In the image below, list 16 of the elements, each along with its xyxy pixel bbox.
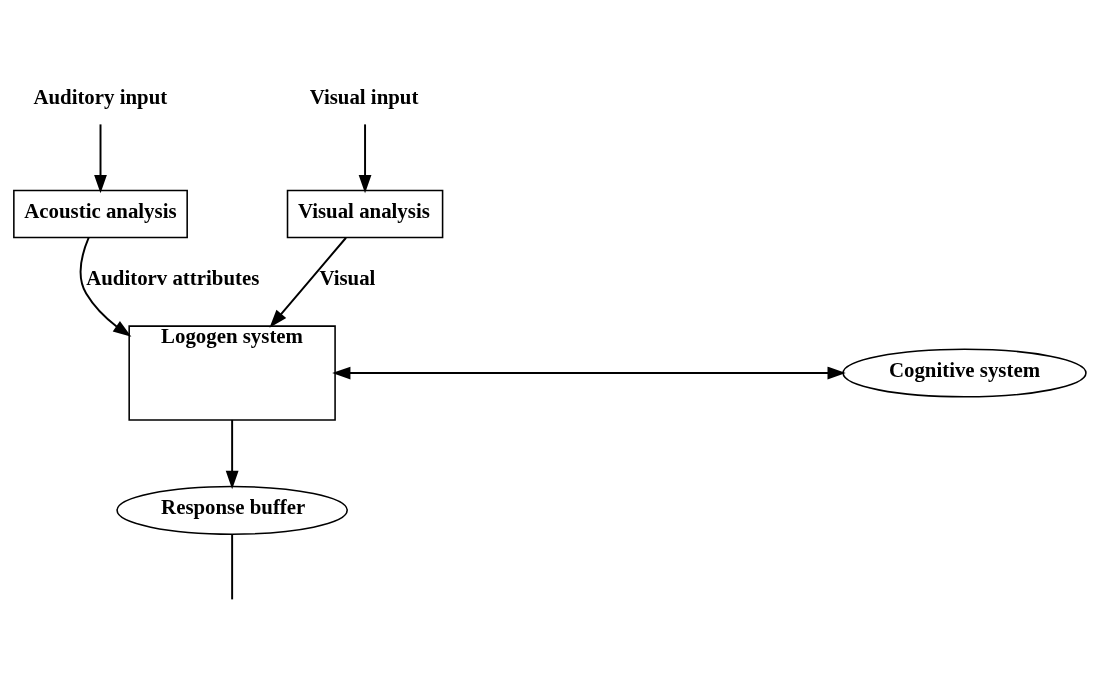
node-box: Acoustic analysis (13, 189, 188, 239)
node-box: Logogen system (128, 325, 336, 421)
node-text: Visual input (309, 85, 419, 110)
connector (231, 533, 234, 601)
arrow (94, 123, 107, 194)
arrow (225, 418, 239, 490)
edge-label: Auditorv attributes (86, 266, 260, 291)
node-text: Auditory input (33, 85, 168, 110)
node-ellipse: Cognitive system (842, 348, 1087, 398)
arrow (332, 366, 846, 380)
arrow (79, 236, 132, 337)
arrow (269, 236, 347, 328)
node-ellipse: Response buffer (116, 485, 348, 535)
node-box: Visual analysis (286, 189, 444, 239)
arrow (358, 123, 372, 194)
edge-label: Visual (319, 266, 376, 291)
